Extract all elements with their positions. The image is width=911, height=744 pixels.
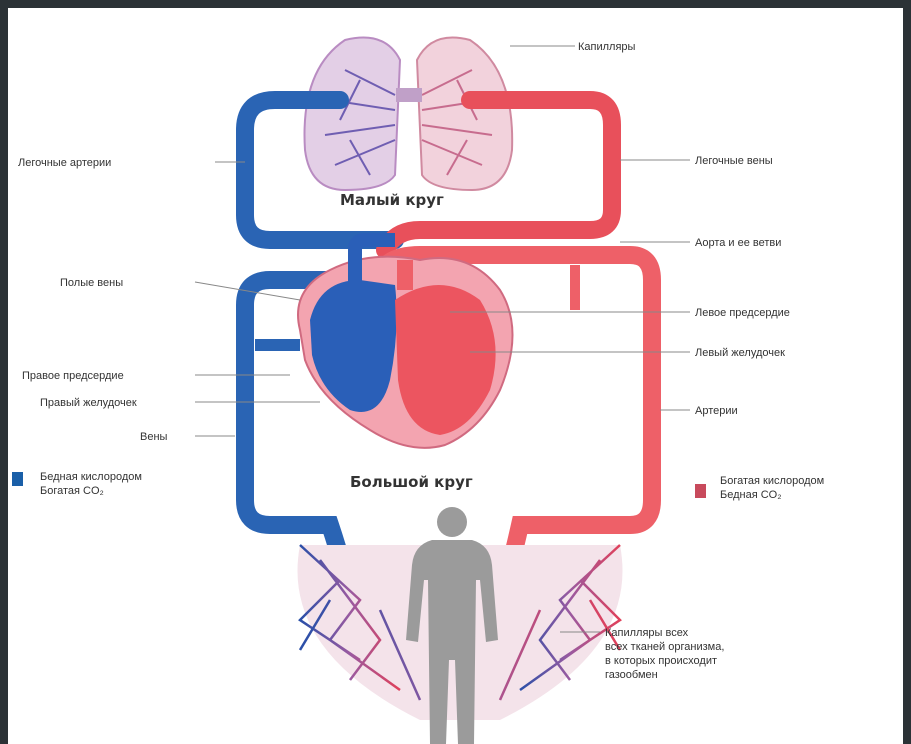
- legend-blue-swatch: [12, 472, 23, 486]
- label-capillaries: Капилляры: [578, 41, 636, 53]
- label-pulmonary-arteries: Легочные артерии: [18, 157, 111, 169]
- legend-blue: Бедная кислородом Богатая CO₂: [12, 471, 142, 497]
- label-aorta: Аорта и ее ветви: [695, 237, 781, 249]
- legend-red: Богатая кислородом Бедная CO₂: [695, 475, 824, 501]
- label-body-capillaries-3: в которых происходит: [605, 655, 717, 667]
- label-body-capillaries-1: Капилляры всех: [605, 627, 689, 639]
- label-vena-cava: Полые вены: [60, 277, 123, 289]
- legend-red-line1: Богатая кислородом: [720, 475, 824, 487]
- label-left-atrium: Левое предсердие: [695, 307, 790, 319]
- large-circle-title: Большой круг: [350, 473, 473, 491]
- legend-red-line2: Бедная CO₂: [720, 489, 782, 501]
- label-veins: Вены: [140, 431, 168, 443]
- label-left-ventricle: Левый желудочек: [695, 347, 785, 359]
- label-right-ventricle: Правый желудочек: [40, 397, 137, 409]
- lungs: [305, 38, 513, 191]
- label-body-capillaries-2: всех тканей организма,: [605, 641, 724, 653]
- label-right-atrium: Правое предсердие: [22, 370, 124, 382]
- label-arteries: Артерии: [695, 405, 738, 417]
- label-body-capillaries-4: газообмен: [605, 669, 658, 681]
- legend-red-swatch: [695, 484, 706, 498]
- heart: [298, 240, 513, 448]
- small-circle-title: Малый круг: [340, 191, 444, 209]
- label-pulmonary-veins: Легочные вены: [695, 155, 773, 167]
- legend-blue-line1: Бедная кислородом: [40, 471, 142, 483]
- legend-blue-line2: Богатая CO₂: [40, 485, 104, 497]
